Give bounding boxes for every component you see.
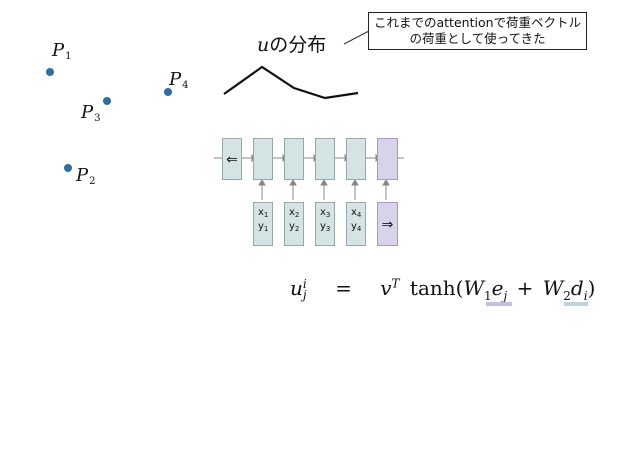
point-p3-dot	[103, 97, 111, 105]
point-p2-dot	[64, 164, 72, 172]
highlight-underline-e	[486, 302, 512, 306]
distribution-title: uの分布	[257, 34, 327, 56]
formula-d-term: di	[570, 276, 588, 303]
network-cell-output	[377, 138, 398, 180]
point-p4-label: P4	[169, 69, 189, 91]
network-cell-4	[346, 138, 366, 180]
input-cell-2: x2 y2	[284, 202, 304, 246]
note-box: これまでのattentionで荷重ベクトル の荷重として使ってきた	[368, 12, 588, 50]
highlight-underline-d	[564, 302, 588, 306]
network-cell-3	[315, 138, 335, 180]
point-p1-label: P1	[52, 40, 72, 62]
input-cell-forward: ⇒	[377, 202, 398, 246]
network-cell-backward: ⇐	[222, 138, 242, 180]
network-cell-2	[284, 138, 304, 180]
point-p4-dot	[164, 88, 172, 96]
network-cell-1	[253, 138, 273, 180]
formula-e-term: ej	[491, 276, 508, 303]
backward-arrow-icon: ⇐	[226, 152, 238, 168]
point-p1-dot	[46, 68, 54, 76]
input-cell-1: x1 y1	[253, 202, 273, 246]
callout-pointer-line	[343, 30, 370, 45]
distribution-polyline	[223, 65, 359, 100]
note-line-2: の荷重として使ってきた	[409, 31, 546, 46]
point-p3-label: P3	[81, 102, 101, 124]
forward-arrow-icon: ⇒	[381, 217, 394, 233]
note-line-1: これまでのattentionで荷重ベクトル	[374, 15, 582, 30]
point-p2-label: P2	[76, 165, 96, 187]
network-diagram: ⇐ x1 y1 x2 y2 x3 y3 x4 y4 ⇒	[214, 130, 406, 248]
input-cell-3: x3 y3	[315, 202, 335, 246]
input-cell-4: x4 y4	[346, 202, 366, 246]
